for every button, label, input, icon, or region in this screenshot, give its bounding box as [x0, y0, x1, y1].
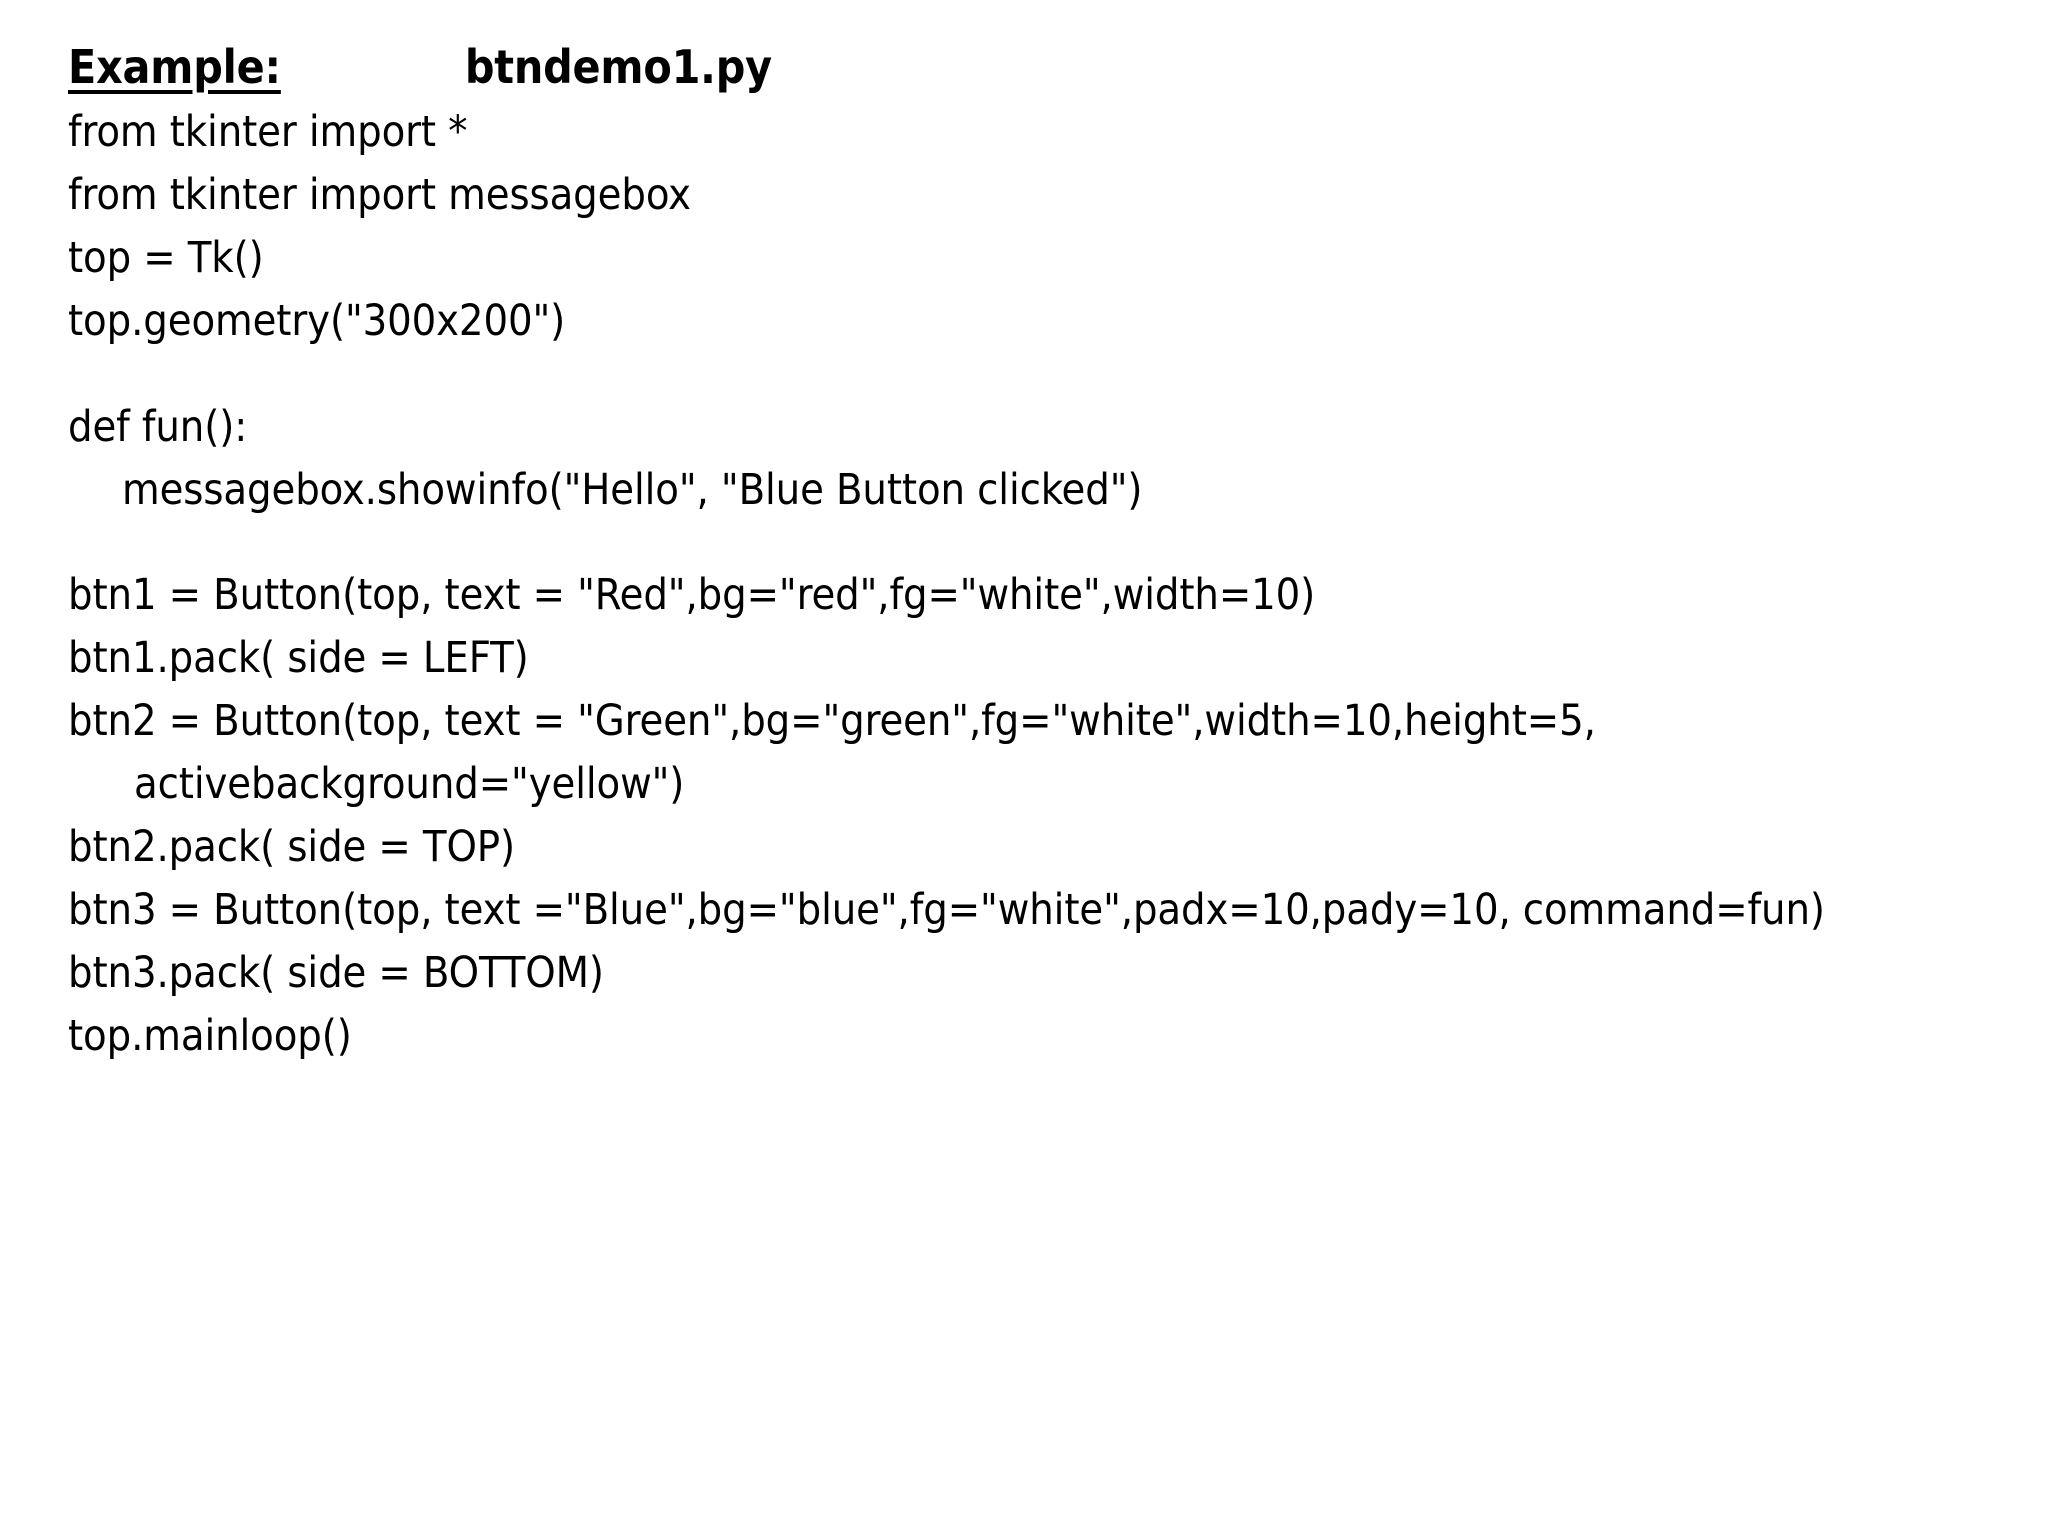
title-filename: btndemo1.py	[464, 40, 772, 94]
code-line: btn1 = Button(top, text = "Red",bg="red"…	[68, 569, 1316, 620]
code-block: from tkinter import * from tkinter import…	[68, 101, 1988, 1067]
code-line: from tkinter import messagebox	[68, 170, 691, 221]
code-line: def fun():	[68, 401, 248, 452]
code-line: btn3 = Button(top, text ="Blue",bg="blue…	[68, 884, 1825, 935]
code-line-blank	[68, 353, 1988, 395]
slide-title: Example: btndemo1.py	[68, 36, 1988, 99]
code-line: messagebox.showinfo("Hello", "Blue Butto…	[122, 464, 1143, 515]
code-line-blank	[68, 522, 1988, 564]
code-line: btn2 = Button(top, text = "Green",bg="gr…	[68, 695, 1608, 809]
code-line: btn1.pack( side = LEFT)	[68, 632, 529, 683]
code-line: top.geometry("300x200")	[68, 296, 566, 347]
title-example-label: Example:	[68, 40, 281, 94]
code-line: from tkinter import *	[68, 107, 468, 158]
code-line: top.mainloop()	[68, 1010, 352, 1061]
code-line: btn2.pack( side = TOP)	[68, 821, 516, 872]
code-line: top = Tk()	[68, 233, 264, 284]
code-line: btn3.pack( side = BOTTOM)	[68, 947, 604, 998]
